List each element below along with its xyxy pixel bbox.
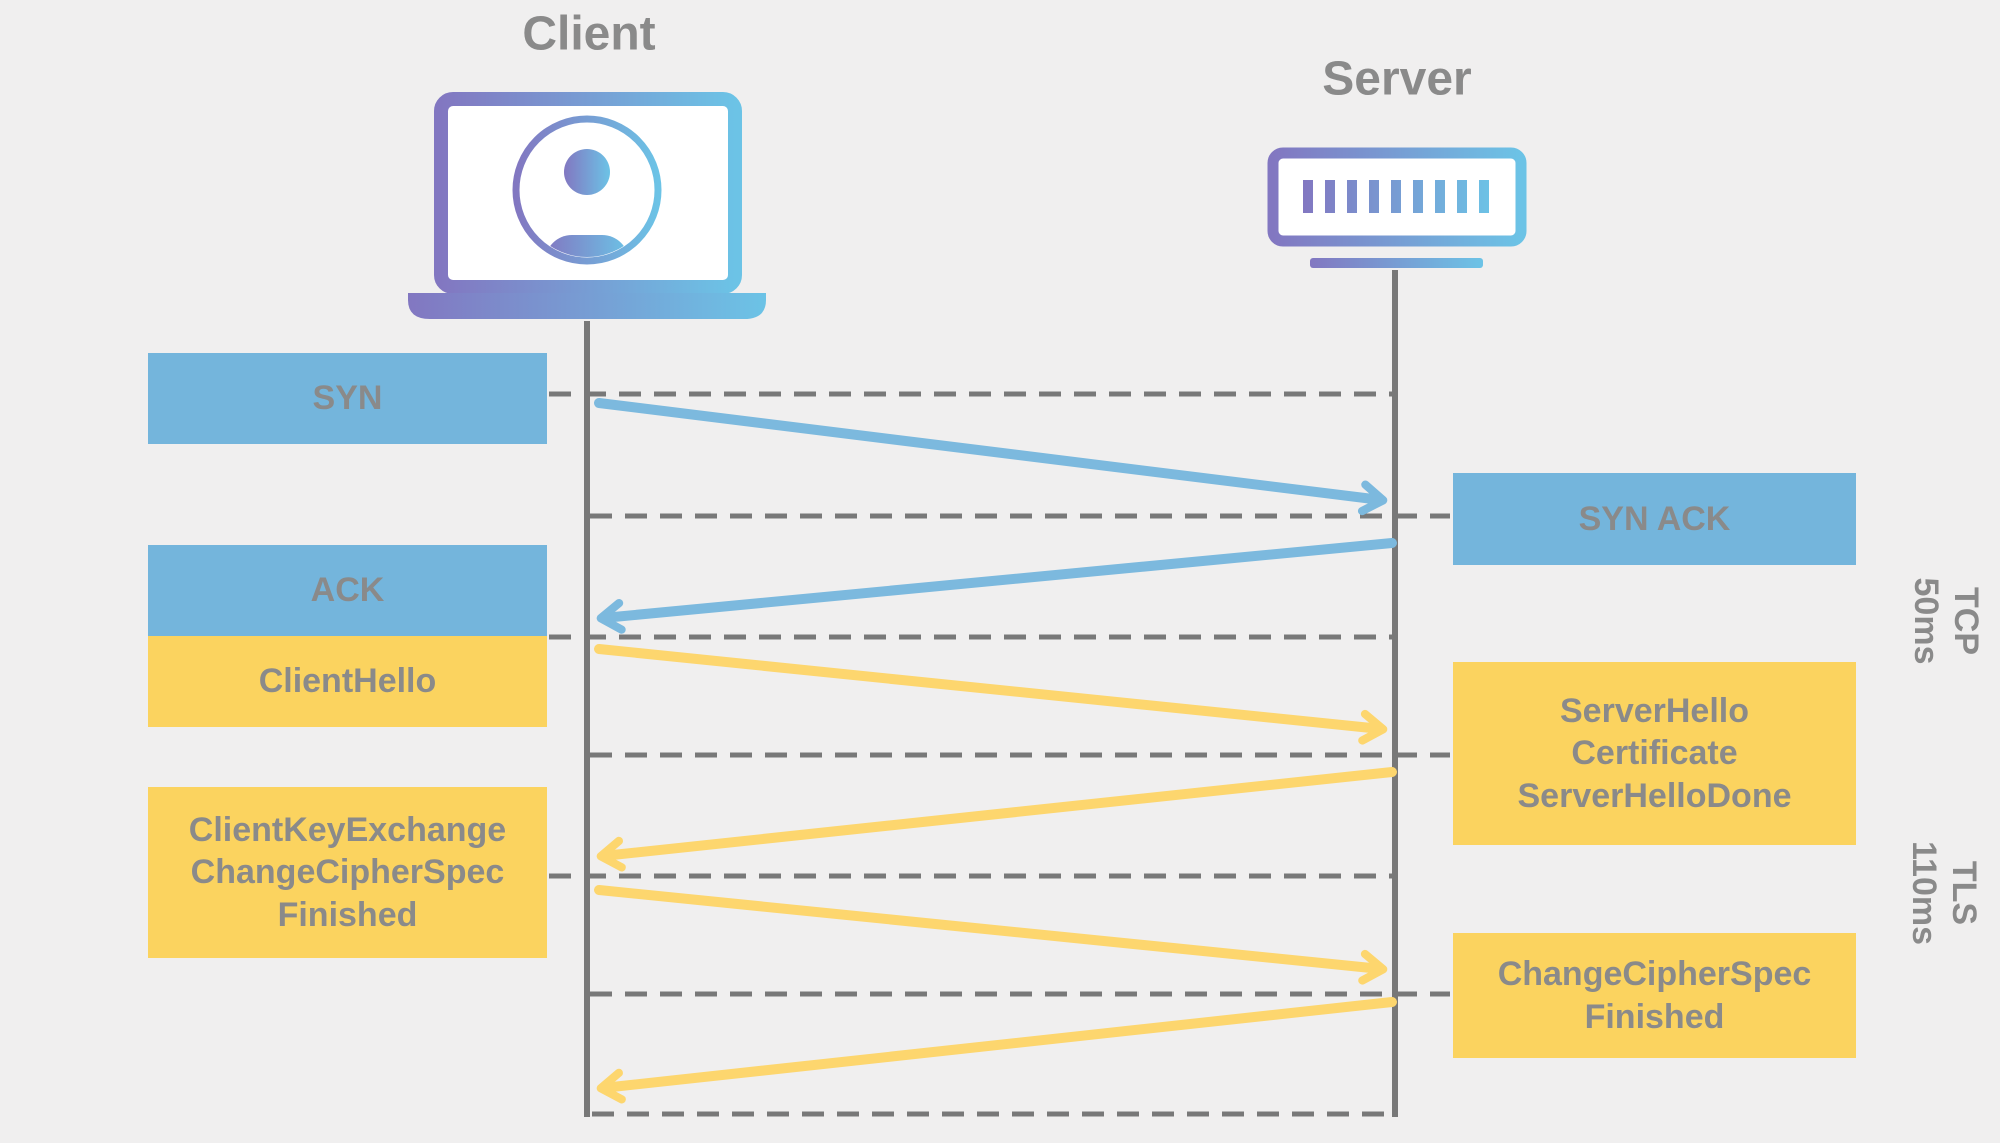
arrow-client-hello xyxy=(594,644,1388,745)
person-icon xyxy=(512,115,662,265)
message-box-syn: SYN xyxy=(148,353,547,444)
arrow-client-key-exchange xyxy=(594,885,1388,985)
message-label: ClientHello xyxy=(258,662,437,701)
message-label: SYN xyxy=(312,379,383,418)
message-arrows xyxy=(594,398,1397,1104)
timeline-dashes xyxy=(549,391,1450,1117)
arrow-syn xyxy=(594,398,1388,516)
message-box-client-hello: ClientHello xyxy=(148,636,547,727)
laptop-base xyxy=(408,293,766,319)
message-box-ack: ACK xyxy=(148,545,547,636)
arrow-change-cipher-spec xyxy=(596,997,1397,1104)
message-label: ClientKeyExchange ChangeCipherSpec Finis… xyxy=(188,811,507,934)
message-label: ACK xyxy=(310,571,385,610)
arrow-server-hello xyxy=(596,767,1397,872)
server-stand xyxy=(1310,258,1483,268)
client-actor-label: Client xyxy=(522,7,656,61)
server-slots-icon xyxy=(1303,180,1489,213)
phase-label-tcp: TCP 50ms xyxy=(1907,577,1986,665)
message-box-client-key-exchange: ClientKeyExchange ChangeCipherSpec Finis… xyxy=(148,787,547,958)
message-box-syn-ack: SYN ACK xyxy=(1453,473,1856,565)
phase-label-tls: TLS 110ms xyxy=(1905,841,1984,945)
message-box-server-hello: ServerHello Certificate ServerHelloDone xyxy=(1453,662,1856,845)
message-label: ServerHello Certificate ServerHelloDone xyxy=(1517,692,1792,815)
client-laptop-icon xyxy=(408,92,766,319)
message-box-change-cipher-spec: ChangeCipherSpec Finished xyxy=(1453,933,1856,1058)
server-icon xyxy=(1267,147,1527,268)
server-actor-label: Server xyxy=(1322,52,1472,106)
message-label: SYN ACK xyxy=(1578,499,1731,538)
message-label: ChangeCipherSpec Finished xyxy=(1497,955,1812,1036)
arrow-syn-ack xyxy=(596,538,1397,634)
